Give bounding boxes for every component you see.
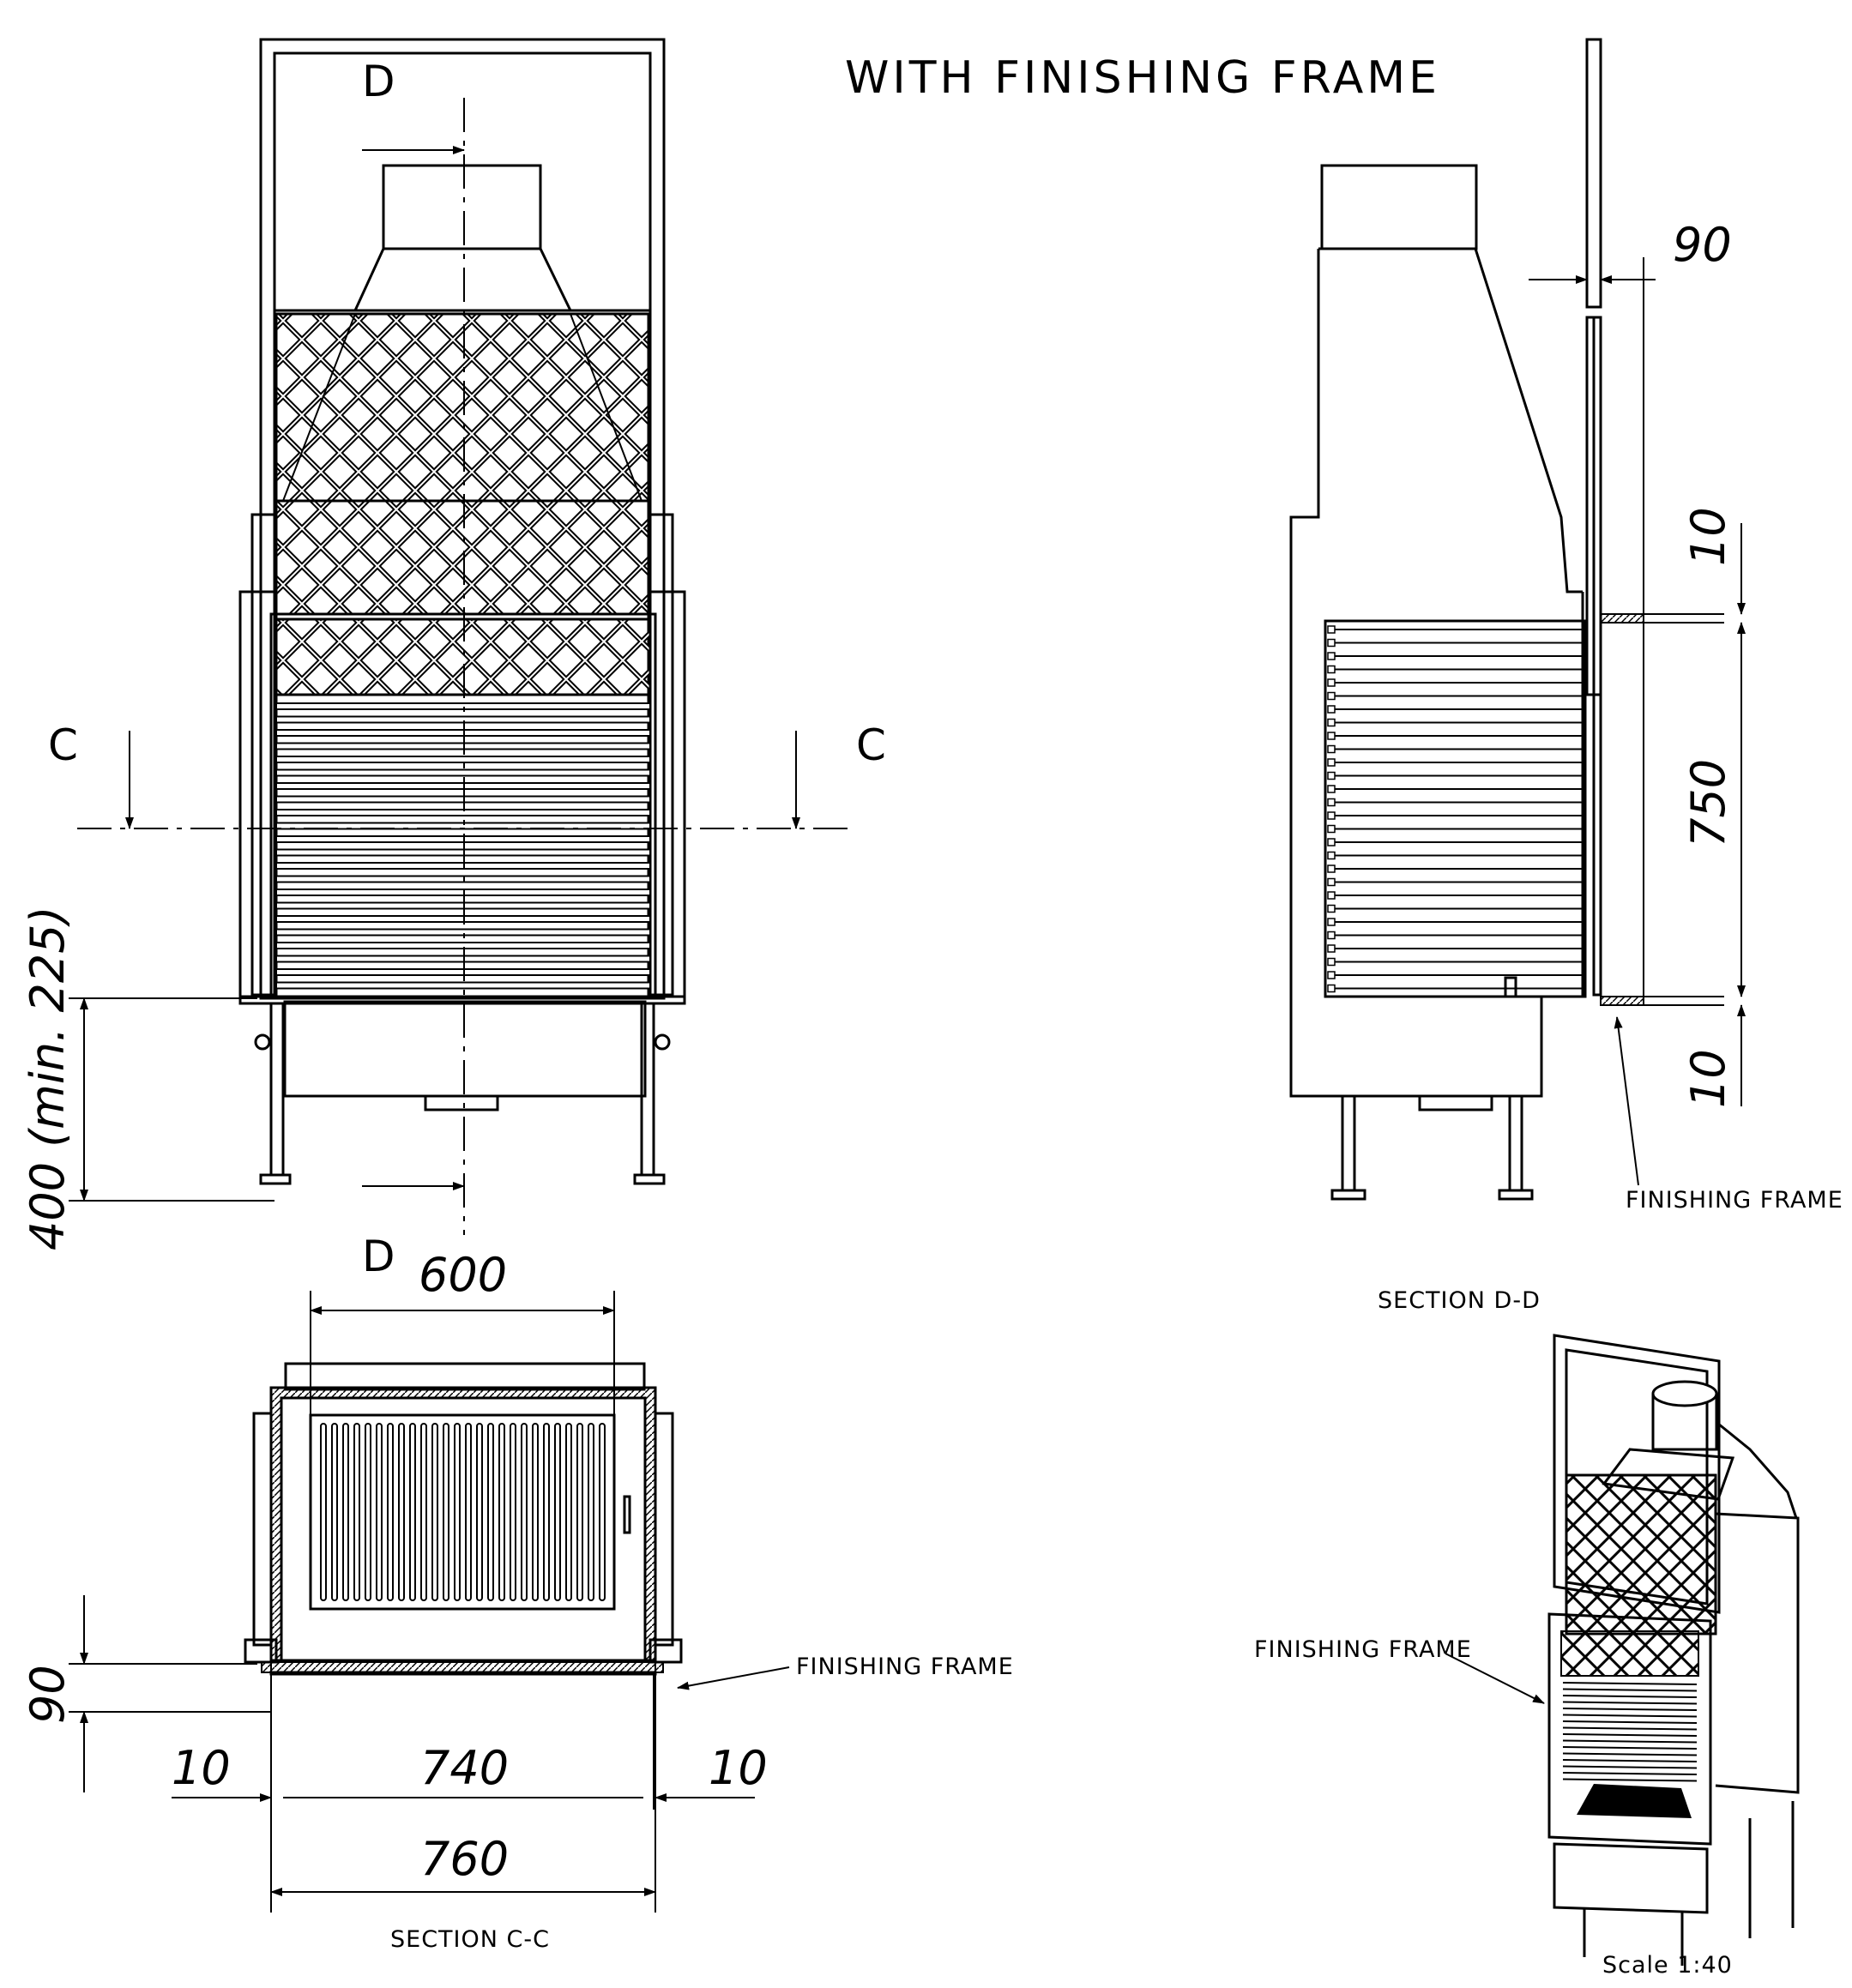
iso-door-frame xyxy=(1547,1612,1712,1846)
section-cc-view: 600 90 10 740 10 760 FINISHING FRAME SEC… xyxy=(21,1248,1014,1953)
dim-cc-90: 90 xyxy=(21,1665,75,1724)
dim-dd-750: 750 xyxy=(1681,759,1735,847)
drawing-title: WITH FINISHING FRAME xyxy=(845,52,1440,104)
cc-grate-slots xyxy=(320,1423,606,1601)
side-panel-right xyxy=(647,513,674,997)
dd-flue-collar xyxy=(1320,164,1478,250)
front-inner-frame xyxy=(273,51,652,1000)
leg-right xyxy=(640,1002,655,1177)
dim-dd-bottom-10: 10 xyxy=(1681,1049,1735,1108)
lattice-upper xyxy=(274,312,650,616)
marker-c-left: C xyxy=(48,720,78,770)
label-section-dd: SECTION D-D xyxy=(1378,1287,1541,1314)
dd-firebox xyxy=(1324,619,1587,998)
flue-collar xyxy=(382,164,542,250)
dd-grate-lines xyxy=(1327,625,1583,993)
leg-left xyxy=(269,1002,285,1177)
cc-grate xyxy=(309,1413,616,1611)
isometric-view: FINISHING FRAME Scale 1:40 xyxy=(1254,1334,1800,1979)
dim-cc-10-left: 10 xyxy=(172,1741,231,1795)
side-panel-left xyxy=(250,513,278,997)
dd-frame-plate-upper xyxy=(1585,38,1602,309)
cc-finishing-frame xyxy=(261,1661,664,1673)
dim-front-height: 400 (min. 225) xyxy=(21,906,75,1250)
label-finishing-frame-dd: FINISHING FRAME xyxy=(1626,1187,1843,1214)
iso-door-bars xyxy=(1562,1682,1698,1782)
dim-cc-600: 600 xyxy=(419,1248,507,1302)
dim-cc-740: 740 xyxy=(420,1741,509,1795)
marker-d-top: D xyxy=(362,57,395,106)
dim-cc-760: 760 xyxy=(420,1832,509,1886)
dim-cc-10-right: 10 xyxy=(709,1741,768,1795)
section-dd-view: 90 10 750 10 FINISHING FRAME SECTION D-D xyxy=(1289,38,1843,1314)
marker-c-right: C xyxy=(856,720,886,770)
label-finishing-frame-iso: FINISHING FRAME xyxy=(1254,1636,1472,1663)
front-view: D D C C 400 (min. 225) xyxy=(21,38,886,1281)
dim-dd-top-10: 10 xyxy=(1681,507,1735,566)
smoke-hood xyxy=(353,247,573,312)
label-finishing-frame-cc: FINISHING FRAME xyxy=(796,1654,1014,1680)
dim-dd-90: 90 xyxy=(1673,218,1732,272)
label-scale: Scale 1:40 xyxy=(1602,1952,1733,1979)
label-section-cc: SECTION C-C xyxy=(390,1926,550,1953)
marker-d-bottom: D xyxy=(362,1232,395,1281)
